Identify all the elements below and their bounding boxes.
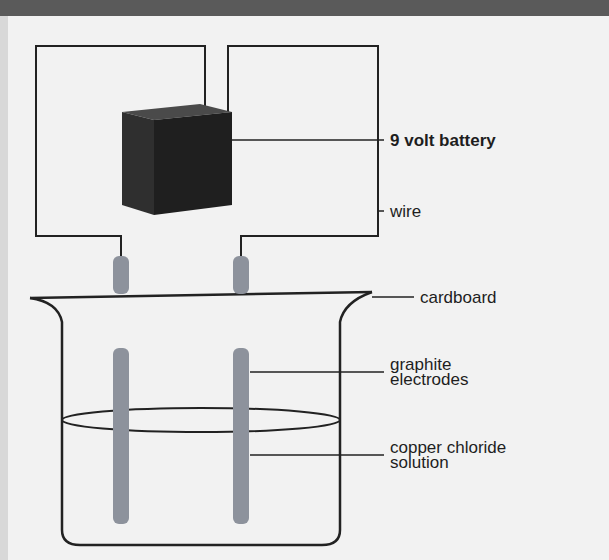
wire: [228, 46, 378, 258]
cardboard: [30, 292, 372, 298]
battery-symbol: [122, 104, 232, 215]
graphite-electrode: [233, 256, 249, 294]
leader-line: [232, 139, 384, 141]
battery-front: [154, 112, 232, 215]
label-text: wire: [390, 204, 590, 219]
leader-line: [232, 140, 414, 455]
leader-line: [250, 371, 384, 373]
graphite-electrode: [113, 348, 129, 524]
photo-edge: [0, 0, 609, 16]
label-text: graphite electrodes: [390, 357, 485, 387]
label-text: copper chloride solution: [390, 440, 530, 470]
graphite-electrode: [113, 256, 129, 294]
leader-line: [372, 296, 414, 298]
wire: [36, 46, 378, 258]
label-text: 9 volt battery: [390, 133, 590, 148]
graphite-electrode: [113, 256, 249, 524]
battery-side: [122, 112, 154, 215]
label-text: cardboard: [420, 290, 600, 305]
leader-line: [250, 454, 384, 456]
graphite-electrode: [233, 348, 249, 524]
beaker: [30, 292, 372, 545]
leader-line: [378, 210, 384, 212]
photo-edge: [0, 16, 8, 560]
solution-surface: [62, 408, 340, 432]
beaker: [30, 292, 372, 545]
